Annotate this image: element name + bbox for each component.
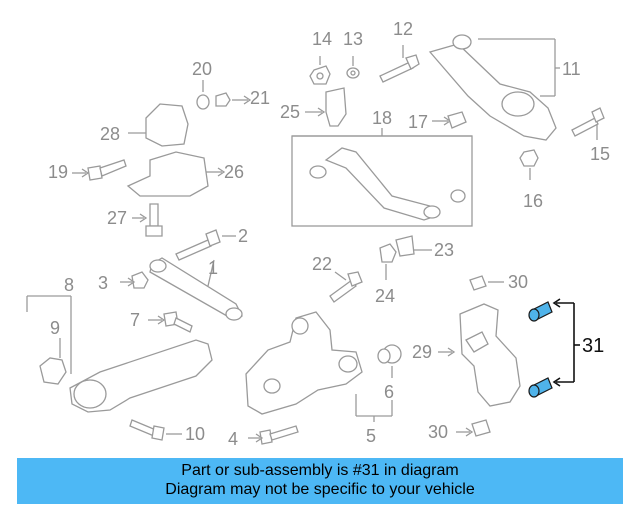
callout-13: 13 (343, 29, 363, 49)
part-27-bolt (132, 203, 163, 237)
part-16-nut (519, 149, 539, 180)
callout-15: 15 (590, 144, 610, 164)
callout-19: 19 (48, 162, 68, 182)
part-14-nut (309, 56, 331, 85)
callout-24: 24 (375, 286, 395, 306)
part-31-bolt-upper (528, 301, 553, 322)
part-10-bolt (129, 419, 182, 441)
part-30-bolt-lower (456, 419, 491, 437)
callout-22: 22 (312, 254, 332, 274)
part-24-nut (379, 243, 397, 280)
part-11-control-arm (428, 34, 560, 141)
part-17-bushing (432, 111, 467, 129)
part-3-nut (120, 271, 149, 289)
callout-31-bracket (552, 298, 580, 387)
callout-2: 2 (238, 226, 248, 246)
part-13-washer (346, 56, 360, 79)
callout-6: 6 (384, 382, 394, 402)
part-31-bolt-lower (528, 377, 553, 398)
part-29-carrier (438, 303, 521, 407)
banner-line-2: Diagram may not be specific to your vehi… (165, 481, 475, 498)
callout-7: 7 (130, 310, 140, 330)
part-25-bracket (305, 87, 347, 127)
callout-9: 9 (50, 318, 60, 338)
part-21-nut (215, 92, 248, 107)
callout-25: 25 (280, 102, 300, 122)
part-28-cover (128, 103, 189, 147)
callout-11: 11 (562, 59, 581, 79)
part-5-knuckle (245, 311, 393, 422)
callout-14: 14 (312, 29, 332, 49)
part-6-bushing (377, 344, 402, 378)
part-15-bolt (571, 107, 605, 140)
callout-12: 12 (393, 19, 413, 39)
callout-1: 1 (208, 258, 218, 278)
part-12-bolt (379, 45, 420, 83)
info-banner: Part or sub-assembly is #31 in diagram D… (17, 458, 623, 504)
callout-5: 5 (366, 426, 376, 446)
callout-10: 10 (185, 424, 205, 444)
callout-30-lower: 30 (428, 422, 448, 442)
part-23-bracket (395, 235, 432, 257)
callout-31: 31 (582, 335, 604, 357)
part-7-bolt (148, 311, 193, 333)
part-20-washer (196, 80, 210, 110)
part-8-trailing-arm (26, 295, 213, 413)
callout-20: 20 (192, 59, 212, 79)
callout-18: 18 (372, 108, 392, 128)
part-18-upper-link (291, 128, 473, 227)
part-9-cap (39, 357, 67, 385)
callout-26: 26 (224, 162, 244, 182)
callout-30-upper: 30 (508, 272, 528, 292)
part-26-mount (126, 151, 222, 197)
part-2-bolt (175, 229, 236, 261)
callout-21: 21 (250, 88, 270, 108)
part-22-bolt (329, 271, 363, 303)
callout-29: 29 (412, 342, 432, 362)
callout-4: 4 (228, 429, 238, 449)
callout-8: 8 (64, 275, 74, 295)
callout-23: 23 (434, 240, 454, 260)
callout-28: 28 (100, 124, 120, 144)
callout-17: 17 (408, 112, 428, 132)
part-1-lower-link (149, 257, 243, 321)
banner-line-1: Part or sub-assembly is #31 in diagram (181, 462, 459, 479)
part-4-bolt (248, 425, 299, 445)
part-19-bolt (72, 159, 127, 181)
callout-16: 16 (523, 191, 543, 211)
callout-3: 3 (98, 273, 108, 293)
callout-27: 27 (107, 208, 127, 228)
part-30-bolt-upper (469, 275, 504, 291)
